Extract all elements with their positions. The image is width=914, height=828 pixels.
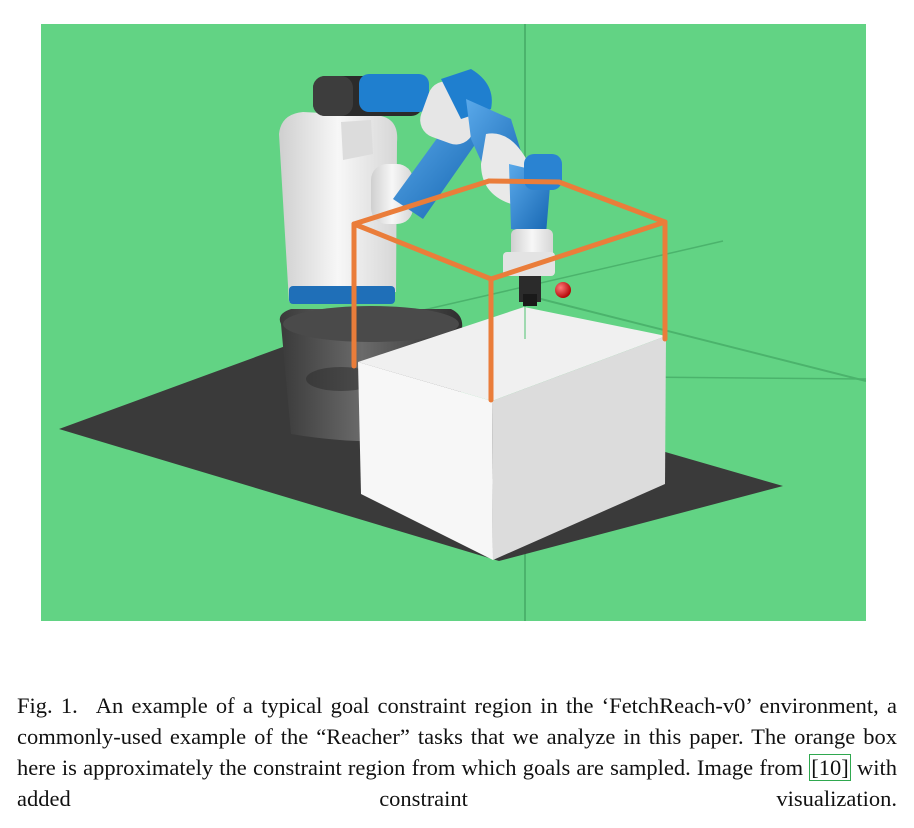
white-table [358,307,666,560]
robot-head [313,74,429,116]
constraint-box-front [351,219,668,403]
figure-label: Fig. 1. [17,693,78,718]
goal-marker [555,282,571,298]
figure-caption: Fig. 1.An example of a typical goal cons… [17,690,897,814]
robot-torso [279,112,398,304]
fetchreach-render [41,24,866,621]
citation-link[interactable]: [10] [809,754,851,781]
caption-text: An example of a typical goal constraint … [17,693,897,780]
constraint-box-back [351,178,668,227]
caption-text-end: with added constraint visualization. [17,755,897,811]
